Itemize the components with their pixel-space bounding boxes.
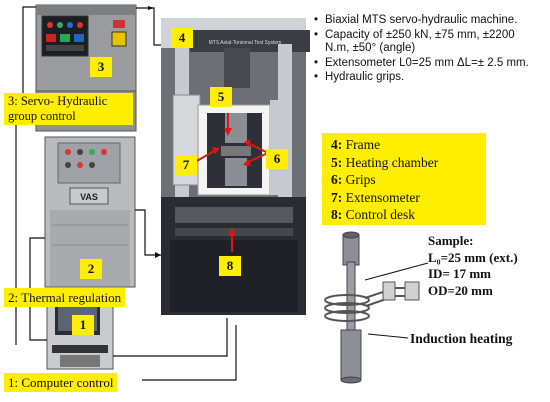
servo-number-badge: 3 [90,57,112,77]
vas-label: VAS [80,192,98,202]
thermal-machine-line [135,209,161,256]
spec-item: Extensometer L0=25 mm ΔL=± 2.5 mm. [314,57,541,71]
thermal-number-badge: 2 [80,259,102,279]
thermal-regulation-label: 2: Thermal regulation [4,288,126,307]
extensometer-number-badge: 7 [175,155,197,175]
machine-name-label: MTS Axial-Torsional Test System [209,40,282,46]
sample-od: OD=20 mm [428,282,493,298]
sample-id: ID= 17 mm [428,266,492,281]
legend-item: 4: Frame [331,137,381,152]
spec-item: Capacity of ±250 kN, ±75 mm, ±2200 N.m, … [314,29,541,56]
induction-heating-label: Induction heating [410,331,513,346]
servo-group-label: 3: Servo- Hydraulic group control [4,93,133,125]
sample-description: Sample: L₀=25 mm (ext.) ID= 17 mm OD=20 … [428,233,518,299]
sample-title: Sample: [428,233,474,248]
sample-l0: L₀=25 mm (ext.) [428,249,518,265]
red-arrows [194,113,269,252]
component-legend: 4: Frame 5: Heating chamber 6: Grips 7: … [322,133,486,225]
legend-item: 5: Heating chamber [331,154,439,170]
thermal-left-line [29,237,45,240]
legend-item: 7: Extensometer [331,189,420,205]
grips-number-badge: 6 [266,149,288,169]
servo-left-line [22,6,36,113]
machine-bottom-line [142,325,237,381]
desk-number-badge: 8 [219,256,241,276]
computer-machine-line [113,318,228,357]
frame-number-badge: 4 [171,28,193,48]
computer-number-badge: 1 [72,315,94,335]
legend-item: 8: Control desk [331,207,415,222]
sample-diagram [324,231,420,384]
spec-item: Hydraulic grips. [314,71,541,85]
servo-to-machine-line [136,7,161,46]
legend-item: 6: Grips [331,172,376,187]
sample-pointer-lines [364,262,429,339]
spec-item: Biaxial MTS servo-hydraulic machine. [314,14,541,28]
computer-control-label: 1: Computer control [4,373,118,392]
thermal-computer-line [29,240,47,341]
heating-number-badge: 5 [210,87,232,107]
connection-lines [15,6,237,381]
machine-specifications: Biaxial MTS servo-hydraulic machine. Cap… [313,14,541,86]
